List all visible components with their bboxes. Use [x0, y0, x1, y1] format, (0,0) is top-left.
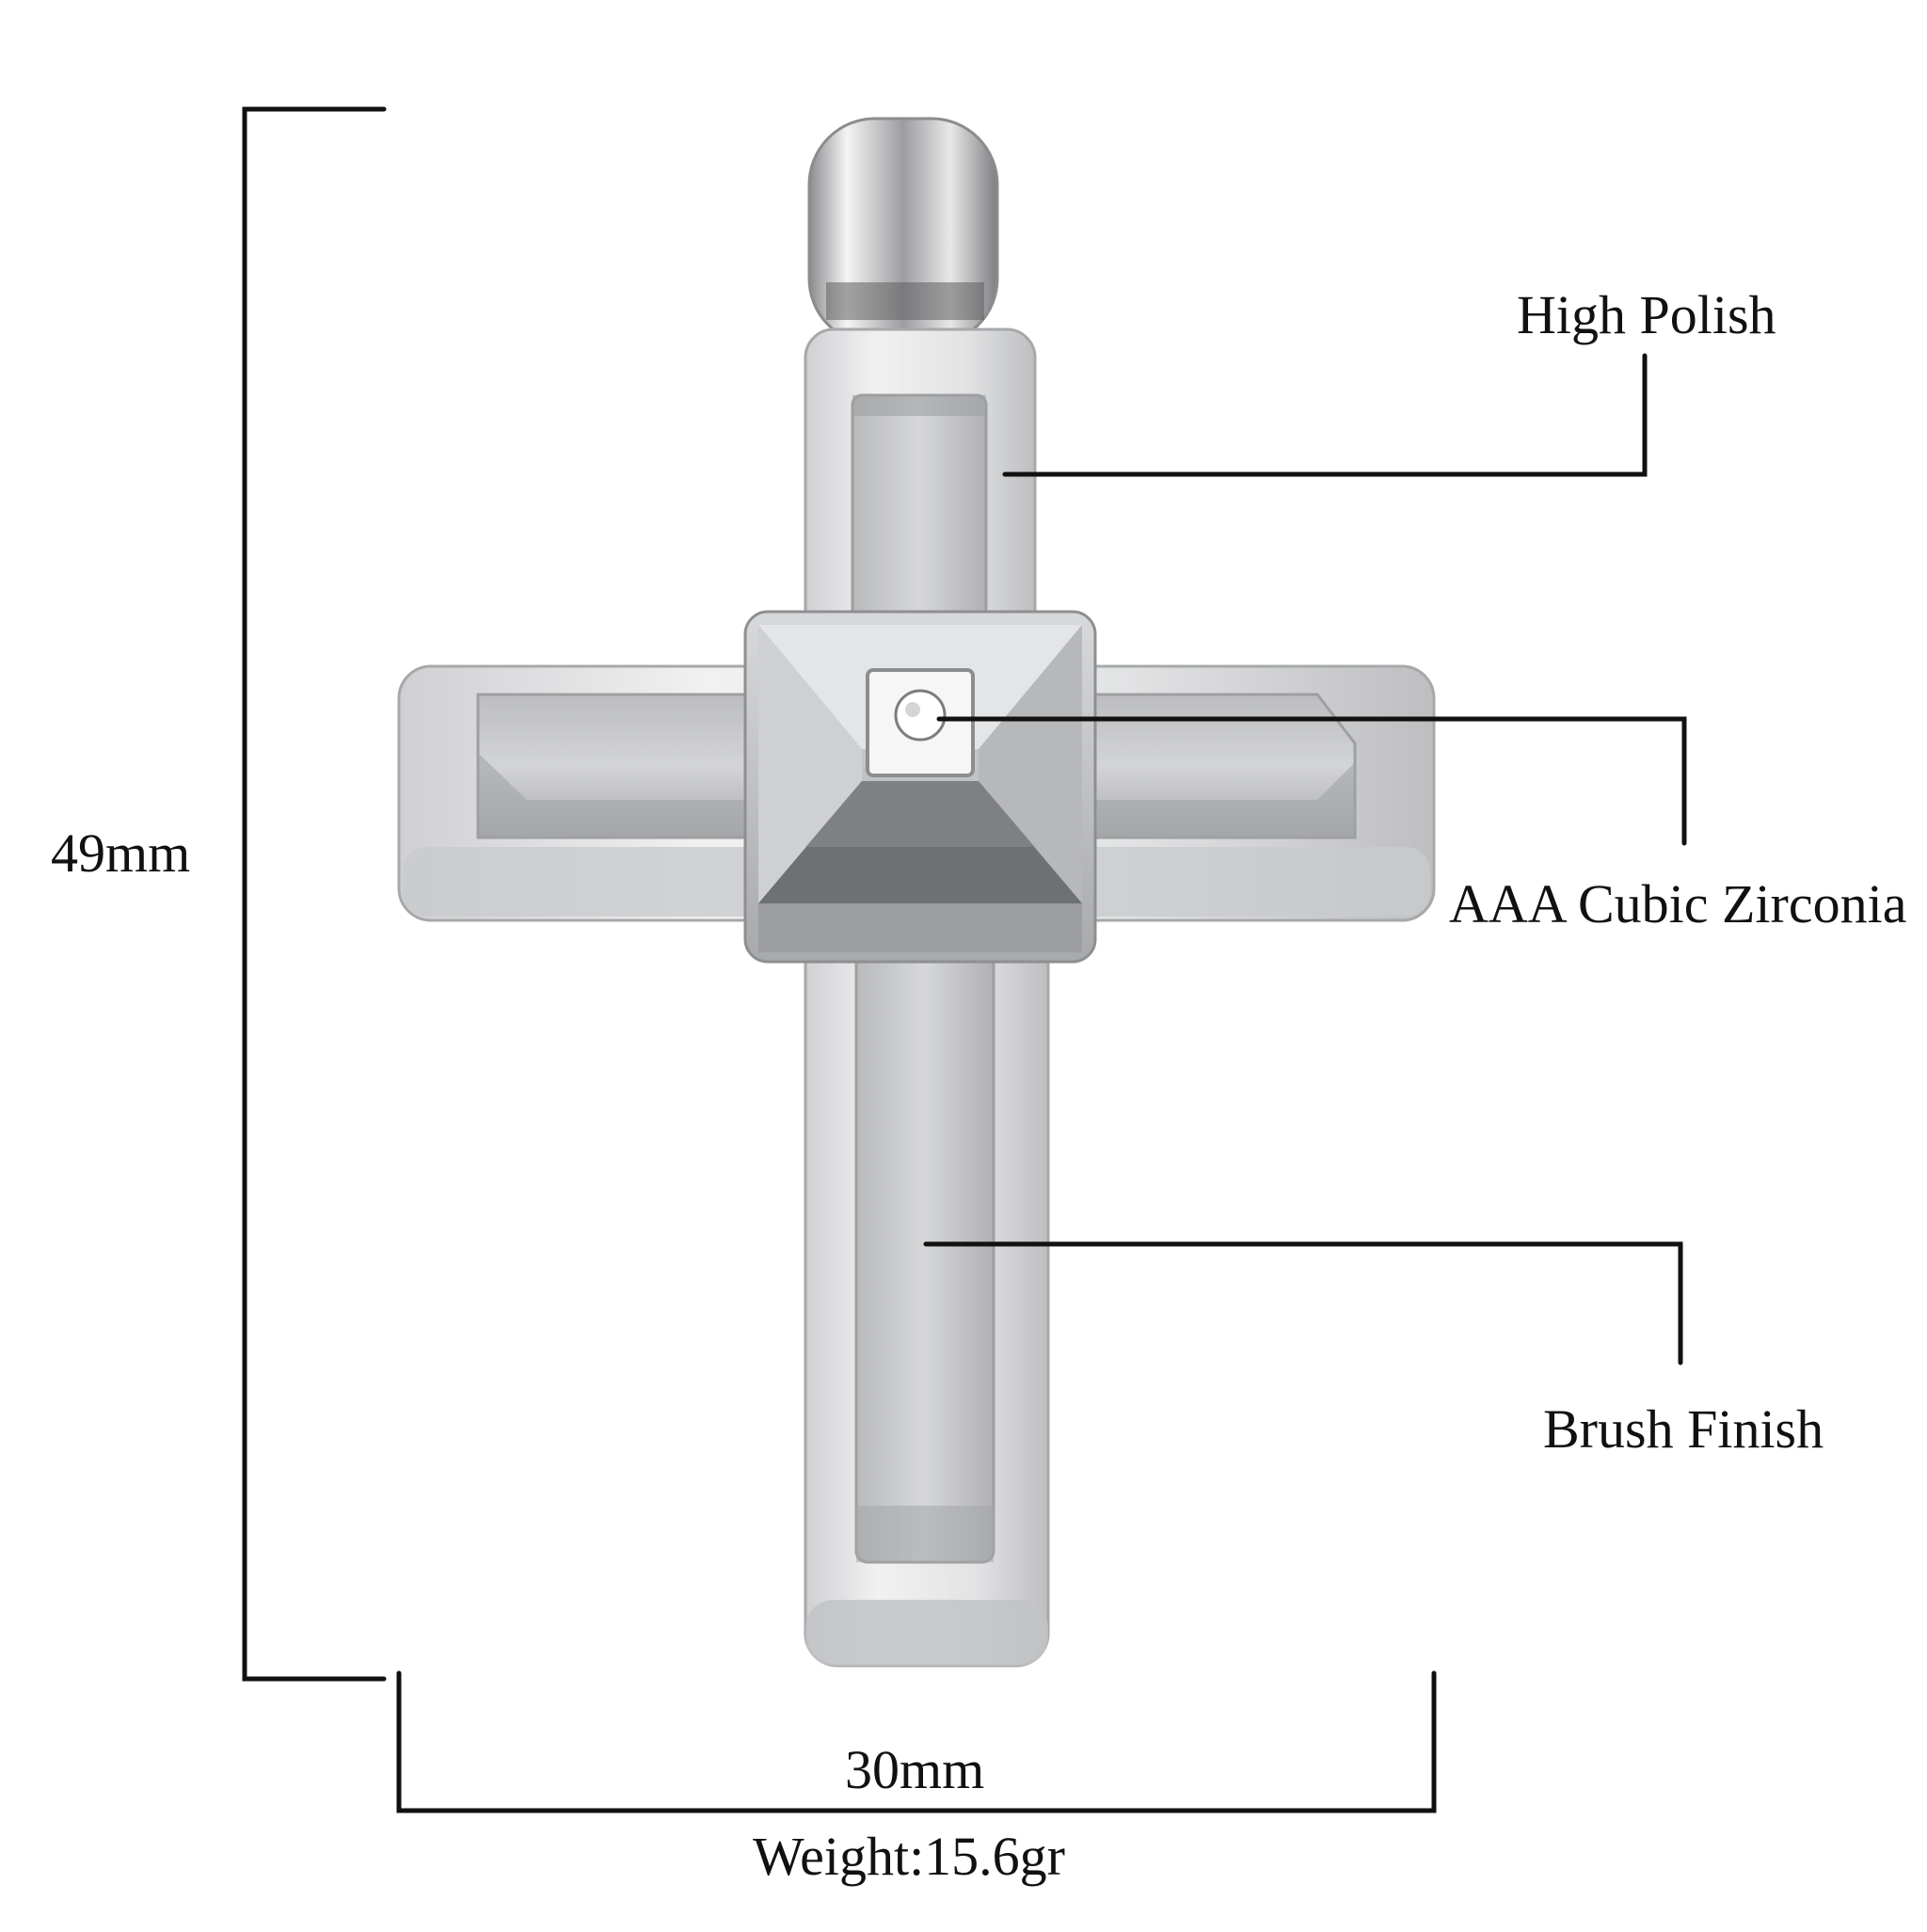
weight-label: Weight:15.6gr	[753, 1826, 1065, 1887]
lower-arm	[804, 845, 1050, 1668]
center-pyramid	[743, 610, 1097, 964]
callout-cubic-zirconia: AAA Cubic Zirconia	[1449, 873, 1907, 934]
dimension-width: 30mm	[845, 1739, 985, 1800]
callout-high-polish: High Polish	[1517, 284, 1776, 345]
upper-arm	[804, 327, 1037, 642]
leader-brush-finish	[923, 1241, 1683, 1365]
leader-cubic-zirconia	[936, 716, 1687, 846]
leader-high-polish	[1002, 353, 1648, 477]
width-bracket	[396, 1670, 1437, 1813]
dimension-height: 49mm	[51, 822, 191, 884]
bail	[807, 117, 999, 346]
cubic-zirconia-stone	[894, 689, 947, 742]
callout-brush-finish: Brush Finish	[1543, 1398, 1824, 1460]
height-bracket	[242, 106, 387, 1682]
